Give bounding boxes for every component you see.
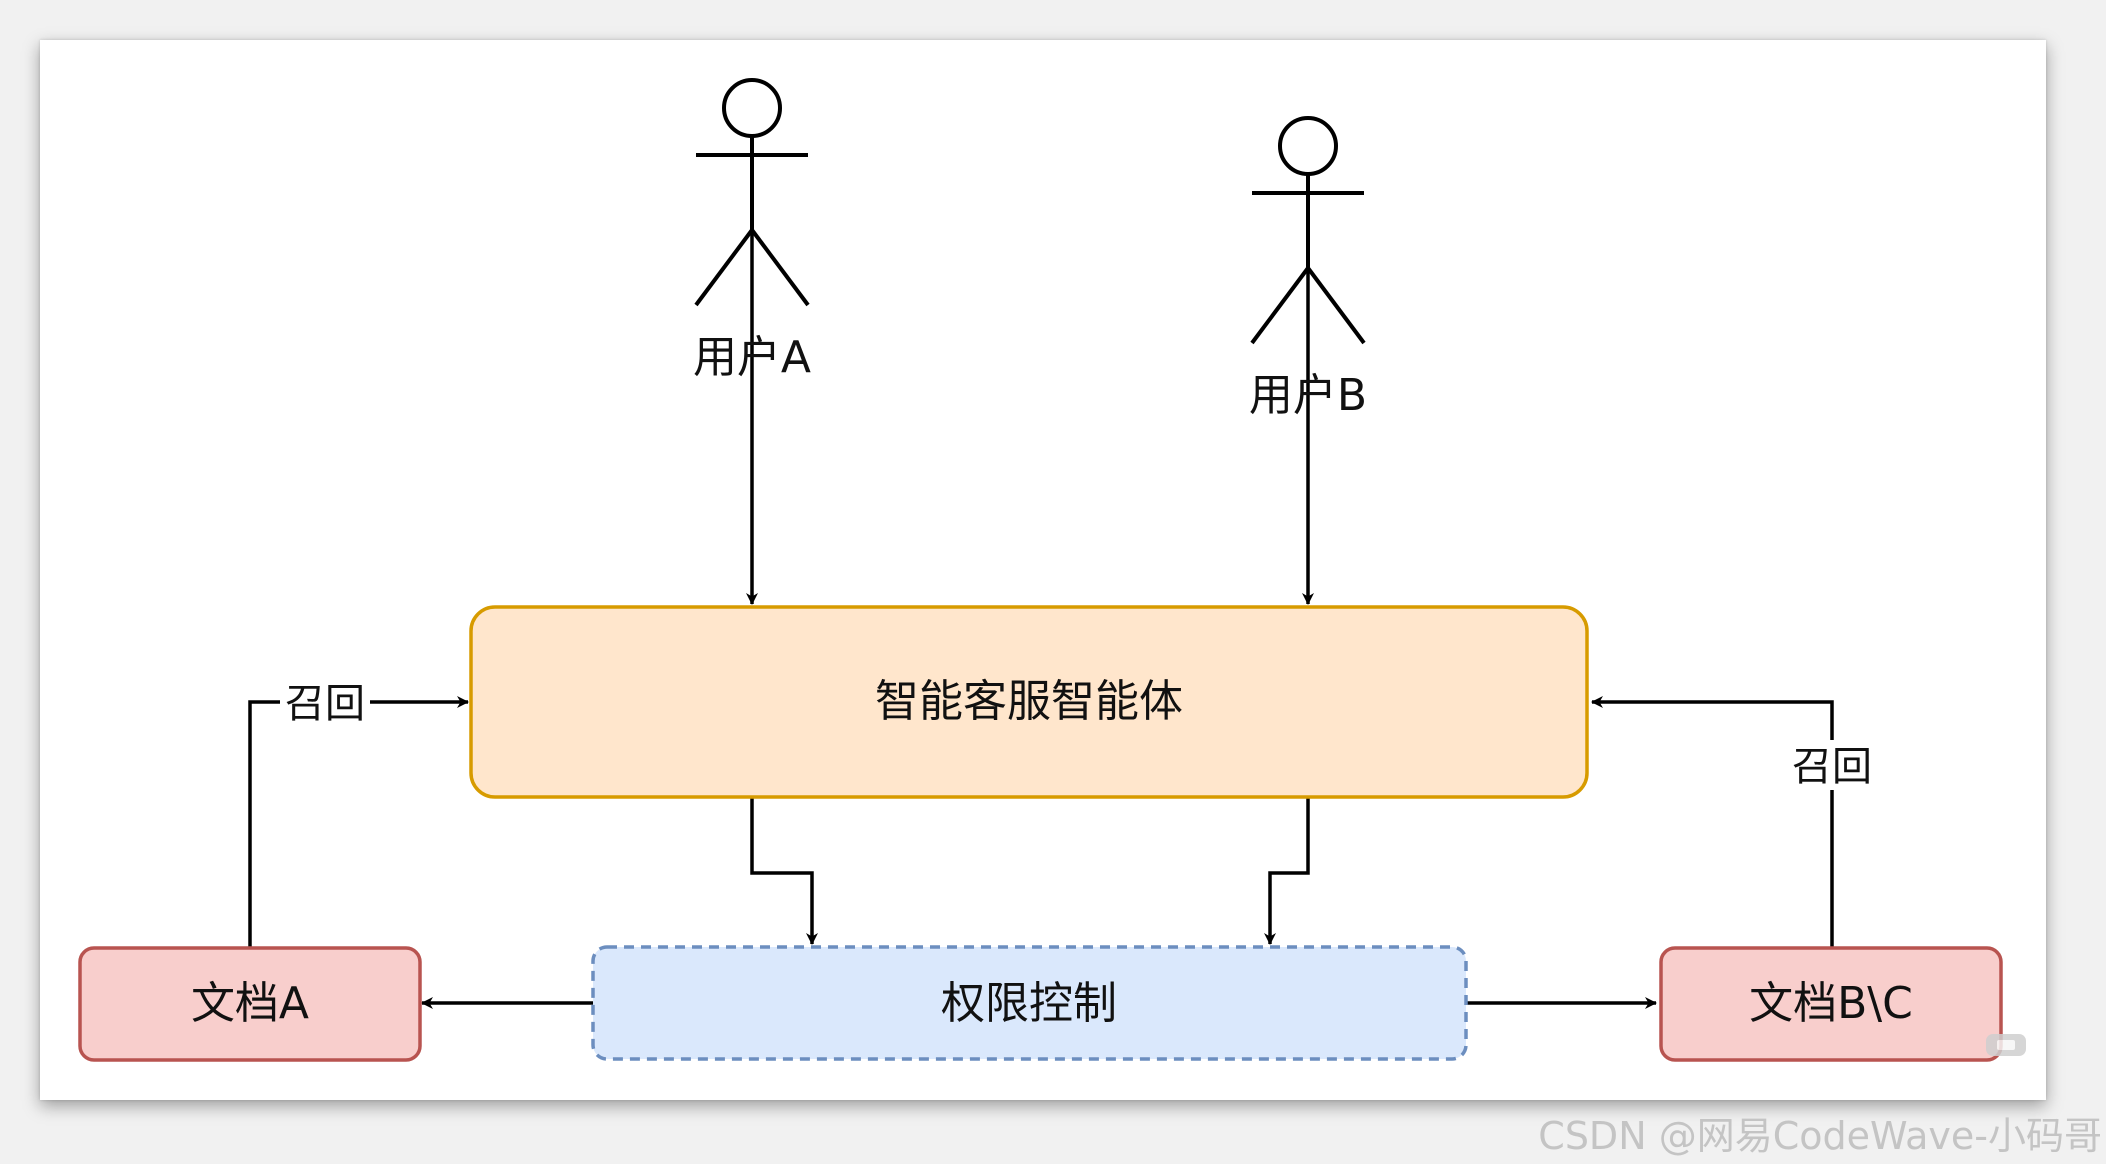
- edge-doc-a-recall-to-agent: [248, 696, 469, 948]
- csdn-watermark: CSDN @网易CodeWave-小码哥: [1538, 1114, 2102, 1158]
- agent-node: 智能客服智能体: [469, 605, 1589, 799]
- doc-bc-node: 文档B\C: [1659, 946, 2003, 1062]
- permission-node: 权限控制: [591, 945, 1468, 1061]
- recall-left-label: 召回: [285, 681, 365, 727]
- doc-a-node-box: [78, 946, 422, 1062]
- image-toggle-icon[interactable]: [1986, 1034, 2026, 1056]
- user-a-label: 用户A: [693, 332, 811, 383]
- doc-bc-node-box: [1659, 946, 2003, 1062]
- user-b-right-leg: [1306, 266, 1366, 345]
- edge-agent-to-permission-left: [750, 798, 818, 945]
- user-a-head: [722, 78, 782, 138]
- user-b-left-leg: [1250, 266, 1310, 345]
- doc-a-node-label: 文档A: [191, 978, 309, 1029]
- doc-a-node: 文档A: [78, 946, 422, 1062]
- permission-node-label: 权限控制: [941, 978, 1117, 1029]
- agent-node-box: [469, 605, 1589, 799]
- edge-doc-bc-recall-to-agent: [1591, 696, 1834, 948]
- recall-right-label: 召回: [1792, 744, 1872, 790]
- recall-left-label-group: 召回: [280, 677, 370, 727]
- user-b-actor: [1250, 116, 1366, 345]
- user-b-head: [1278, 116, 1338, 176]
- agent-node-label: 智能客服智能体: [875, 676, 1183, 727]
- recall-right-label-group: 召回: [1787, 740, 1877, 790]
- permission-node-box: [591, 945, 1468, 1061]
- doc-bc-node-label: 文档B\C: [1749, 978, 1913, 1029]
- user-a-actor: [694, 78, 810, 307]
- edge-agent-to-permission-right: [1264, 798, 1310, 945]
- diagram-canvas: [40, 40, 2046, 1100]
- user-b-label: 用户B: [1249, 370, 1367, 421]
- user-a-right-leg: [750, 228, 810, 307]
- user-a-left-leg: [694, 228, 754, 307]
